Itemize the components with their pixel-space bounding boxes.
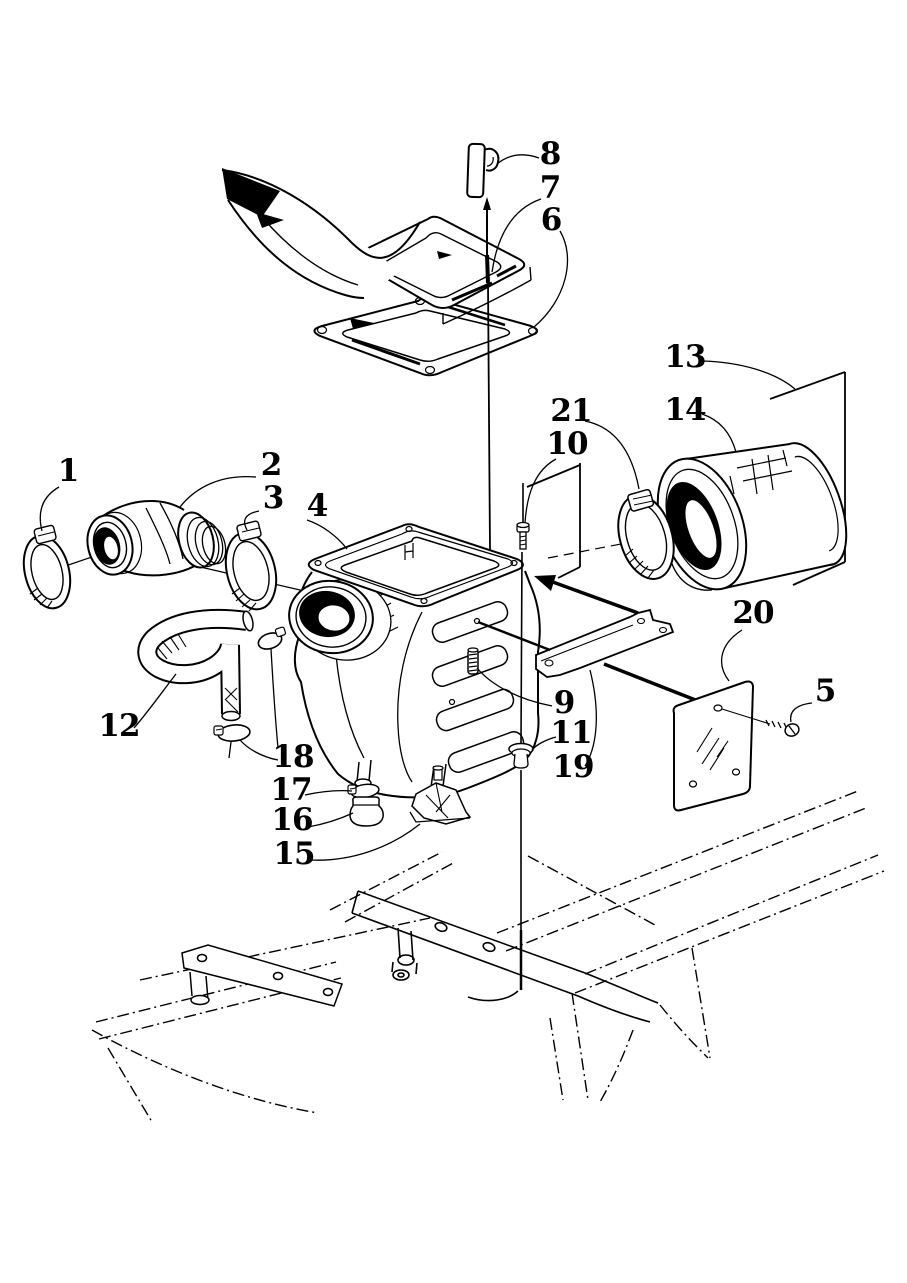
hose-clamp-18-upper — [257, 626, 287, 650]
drain-clamp-17 — [347, 783, 380, 799]
callout-15: 15 — [273, 836, 314, 872]
callout-3: 3 — [263, 480, 284, 516]
push-fastener-11 — [508, 742, 534, 769]
airbox-flange — [307, 523, 524, 608]
callout-1: 1 — [58, 453, 79, 489]
hose-clamp-1 — [22, 524, 72, 610]
mount-bracket-15 — [409, 765, 472, 825]
callout-17: 17 — [270, 772, 311, 808]
callout-labels: 1 2 3 4 5 6 7 8 9 10 11 12 13 14 15 16 1… — [58, 136, 837, 872]
callout-16: 16 — [271, 802, 312, 838]
access-plate-20 — [672, 680, 771, 812]
airbox-body — [288, 570, 541, 799]
callout-13: 13 — [664, 339, 705, 375]
filter-grid-detail — [729, 449, 793, 495]
hose-clamp-21 — [617, 488, 675, 580]
callout-2: 2 — [261, 447, 282, 483]
hook-pin-8 — [466, 142, 500, 199]
callout-9: 9 — [554, 685, 575, 721]
air-filter — [656, 442, 848, 591]
callout-6: 6 — [541, 202, 562, 238]
flat-gasket-19 — [535, 608, 675, 678]
callout-7: 7 — [540, 170, 561, 206]
gasket-6 — [313, 296, 539, 377]
airbox-inlet-port — [288, 579, 392, 661]
drain-cap-16 — [349, 796, 384, 827]
rod-7 — [483, 197, 491, 551]
plate-hatch-marks — [696, 727, 729, 771]
callout-14: 14 — [664, 392, 706, 428]
callout-12: 12 — [98, 708, 139, 744]
callout-20: 20 — [732, 595, 774, 631]
callout-8: 8 — [540, 136, 561, 172]
screw-5 — [765, 719, 800, 737]
callout-10: 10 — [546, 426, 588, 462]
callout-5: 5 — [815, 673, 836, 709]
rivet-9 — [467, 647, 479, 675]
hose-clamp-3 — [224, 520, 278, 612]
callout-11: 11 — [550, 715, 591, 751]
hose-hatch-marks — [157, 633, 239, 713]
intake-elbow-2 — [86, 500, 227, 577]
callout-18: 18 — [272, 739, 313, 775]
hose-clamp-18-lower — [213, 724, 251, 742]
bolt-10 — [516, 521, 530, 550]
leader-lines — [39, 154, 813, 861]
assembly-arrows — [477, 575, 699, 703]
callout-19: 19 — [552, 749, 593, 785]
chassis-bracket-strap — [181, 944, 343, 1007]
vent-hose-12 — [137, 608, 254, 759]
callout-4: 4 — [307, 488, 328, 524]
chassis-crossmember — [351, 890, 659, 1023]
intake-scoop — [221, 168, 421, 299]
callout-21: 21 — [550, 393, 591, 429]
bolt-axis-line — [519, 483, 524, 990]
